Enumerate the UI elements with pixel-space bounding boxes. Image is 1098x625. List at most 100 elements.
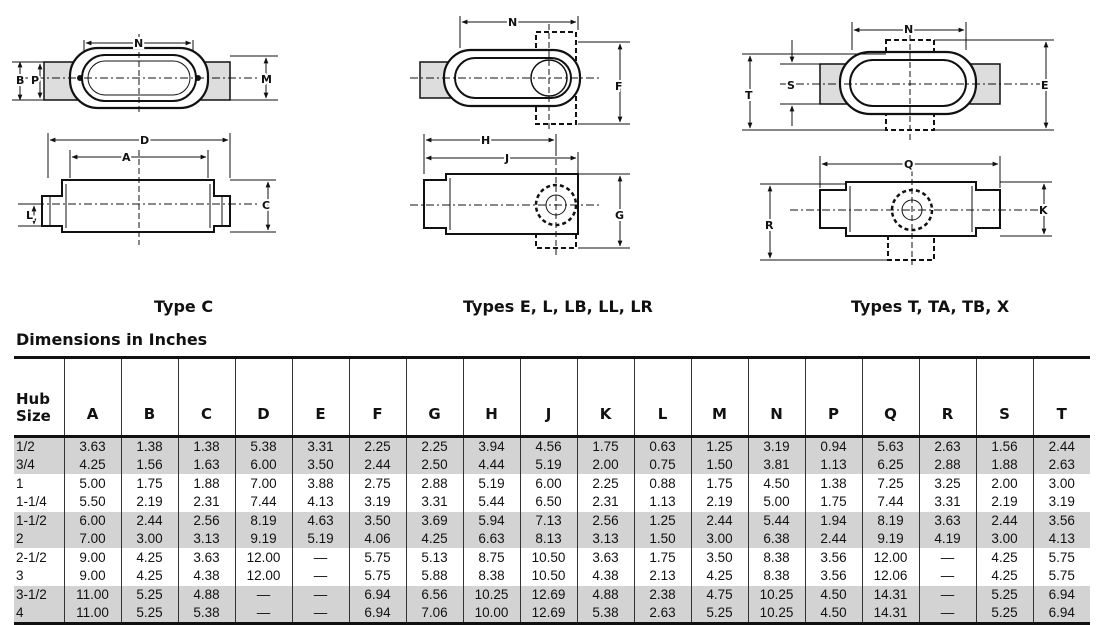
table-cell: 7.00 (63, 530, 121, 549)
table-cell: 2.25 (348, 436, 406, 456)
table-cell: — (291, 604, 349, 625)
column-header: M (690, 356, 748, 438)
table-cell: 4.38 (576, 567, 634, 586)
column-header: C (177, 356, 235, 438)
table-cell: 3.31 (405, 493, 463, 512)
type-c-side-view (18, 133, 276, 245)
hub-size-cell: 1 (14, 474, 64, 493)
table-cell: 8.19 (234, 511, 292, 530)
table-cell: 1.38 (177, 436, 235, 456)
table-cell: 12.69 (519, 585, 577, 604)
table-cell: 3.63 (576, 548, 634, 567)
table-cell: 10.50 (519, 567, 577, 586)
table-cell: 4.56 (519, 436, 577, 456)
table-cell: 2.00 (576, 456, 634, 475)
table-cell: 3.50 (348, 511, 406, 530)
table-cell: 9.19 (861, 530, 919, 549)
table-cell: 6.00 (63, 511, 121, 530)
table-cell: 3.19 (348, 493, 406, 512)
hub-header-line1: Hub (16, 390, 50, 408)
table-cell: 6.63 (462, 530, 520, 549)
column-header-hub-size: Hub Size (14, 356, 64, 438)
table-cell: 9.00 (63, 548, 121, 567)
table-cell: 3.50 (690, 548, 748, 567)
table-cell: 8.13 (519, 530, 577, 549)
dim-label-r: R (765, 219, 774, 232)
table-cell: 1.75 (120, 474, 178, 493)
table-cell: 5.38 (234, 436, 292, 456)
table-cell: 2.56 (576, 511, 634, 530)
column-header: F (348, 356, 406, 438)
table-cell: 4.63 (291, 511, 349, 530)
dim-label-e: E (1041, 79, 1049, 92)
table-cell: 2.31 (177, 493, 235, 512)
table-cell: 3.31 (291, 436, 349, 456)
table-cell: 5.75 (348, 567, 406, 586)
table-cell: — (918, 567, 976, 586)
column-header: N (747, 356, 805, 438)
table-cell: 2.19 (975, 493, 1033, 512)
column-header: K (576, 356, 634, 438)
table-cell: 5.00 (63, 474, 121, 493)
table-cell: 4.25 (120, 567, 178, 586)
table-cell: — (918, 548, 976, 567)
table-cell: 1.88 (177, 474, 235, 493)
table-cell: 6.94 (1032, 604, 1090, 625)
table-cell: 12.69 (519, 604, 577, 625)
table-cell: 5.63 (861, 436, 919, 456)
table-cell: 1.88 (975, 456, 1033, 475)
table-cell: 4.25 (975, 567, 1033, 586)
table-cell: 14.31 (861, 585, 919, 604)
table-cell: 7.44 (861, 493, 919, 512)
table-cell: 1.75 (576, 436, 634, 456)
dim-label-c: C (262, 199, 270, 212)
table-cell: 2.88 (918, 456, 976, 475)
table-cell: 3.88 (291, 474, 349, 493)
hub-size-cell: 3/4 (14, 456, 64, 475)
dim-label-h: H (481, 134, 490, 147)
table-cell: 12.06 (861, 567, 919, 586)
table-cell: 4.25 (975, 548, 1033, 567)
table-cell: 6.94 (1032, 585, 1090, 604)
table-cell: 3.94 (462, 436, 520, 456)
table-cell: 5.44 (747, 511, 805, 530)
table-cell: 2.00 (975, 474, 1033, 493)
table-cell: 6.56 (405, 585, 463, 604)
table-cell: 5.38 (177, 604, 235, 625)
table-cell: 2.50 (405, 456, 463, 475)
column-header: E (291, 356, 349, 438)
table-cell: 5.38 (576, 604, 634, 625)
table-cell: 1.50 (690, 456, 748, 475)
table-cell: 10.50 (519, 548, 577, 567)
table-cell: 4.25 (120, 548, 178, 567)
hub-size-cell: 3 (16, 568, 24, 583)
dim-label-q: Q (904, 158, 913, 171)
dim-label-t: T (745, 89, 753, 102)
table-cell: 3.50 (291, 456, 349, 475)
dim-label-f: F (615, 80, 623, 93)
table-cell: 8.38 (462, 567, 520, 586)
table-cell: 2.63 (918, 436, 976, 456)
table-cell: 3.25 (918, 474, 976, 493)
table-cell: 5.44 (462, 493, 520, 512)
table-cell: 4.25 (405, 530, 463, 549)
table-cell: 3.63 (63, 436, 121, 456)
table-cell: 0.88 (633, 474, 691, 493)
table-cell: 4.75 (690, 585, 748, 604)
column-header: H (462, 356, 520, 438)
dim-label-l: L (26, 209, 33, 222)
table-cell: — (234, 585, 292, 604)
table-cell: 3.00 (1032, 474, 1090, 493)
type-e-top-view (410, 16, 630, 130)
table-cell: 6.94 (348, 604, 406, 625)
table-cell: — (291, 567, 349, 586)
table-cell: 8.19 (861, 511, 919, 530)
hub-size-cell: 1-1/2 (14, 511, 64, 530)
table-cell: 12.00 (234, 567, 292, 586)
dim-label-j: J (504, 152, 509, 165)
table-cell: 4.44 (462, 456, 520, 475)
